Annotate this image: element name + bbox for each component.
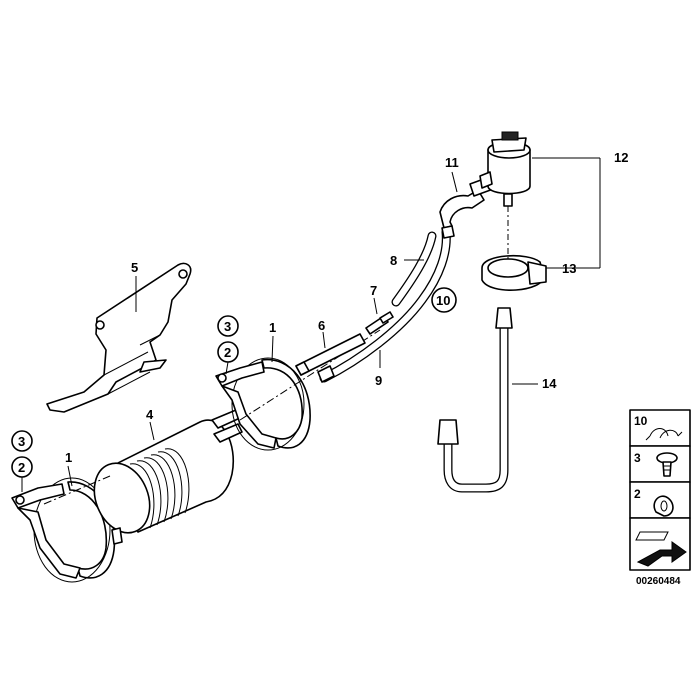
hose-part-9: 9 [317,227,451,388]
valve-part-12: 12 [479,131,628,207]
callout-2-right: 2 [224,345,231,360]
washer-icon [653,495,674,517]
connector-part-7: 7 [365,283,394,335]
callout-9: 9 [375,373,382,388]
callout-14: 14 [542,376,557,391]
legend-item-2: 2 [634,487,641,501]
screw-icon [656,452,678,477]
callout-12: 12 [614,150,628,165]
callout-6: 6 [318,318,325,333]
callout-7: 7 [370,283,377,298]
callout-10: 10 [436,293,450,308]
callout-1-left: 1 [65,450,72,465]
callout-2-left: 2 [18,460,25,475]
hose-part-8: 8 [390,231,437,307]
bracket-part-5: 5 [46,260,192,413]
side-legend-panel: 10 3 2 00260484 [629,409,691,587]
pipe-part-14: 14 [437,307,557,493]
clip-icon [645,428,683,441]
tube-part-6: 6 [295,318,366,376]
canister-ribbing [129,448,190,529]
holder-part-13: 13 [481,158,601,291]
clamp-right-part-1: 1 [215,320,311,451]
legend-item-3: 3 [634,451,641,465]
callout-3-right: 3 [224,319,231,334]
arrow-icon [635,531,687,567]
callout-5: 5 [131,260,138,275]
callout-group-left-3-2: 3 2 [11,430,33,492]
callout-group-right-3-2: 3 2 [217,315,239,375]
assembly-lines [43,329,381,505]
callout-4: 4 [146,407,154,422]
callout-13: 13 [562,261,576,276]
callout-10-circled: 10 [431,287,457,313]
legend-item-10: 10 [634,414,648,428]
callout-3-left: 3 [18,434,25,449]
callout-8: 8 [390,253,397,268]
canister-part-4: 4 [93,407,243,545]
callout-11: 11 [445,155,459,170]
callout-1-right: 1 [269,320,276,335]
diagram-code: 00260484 [636,576,681,587]
